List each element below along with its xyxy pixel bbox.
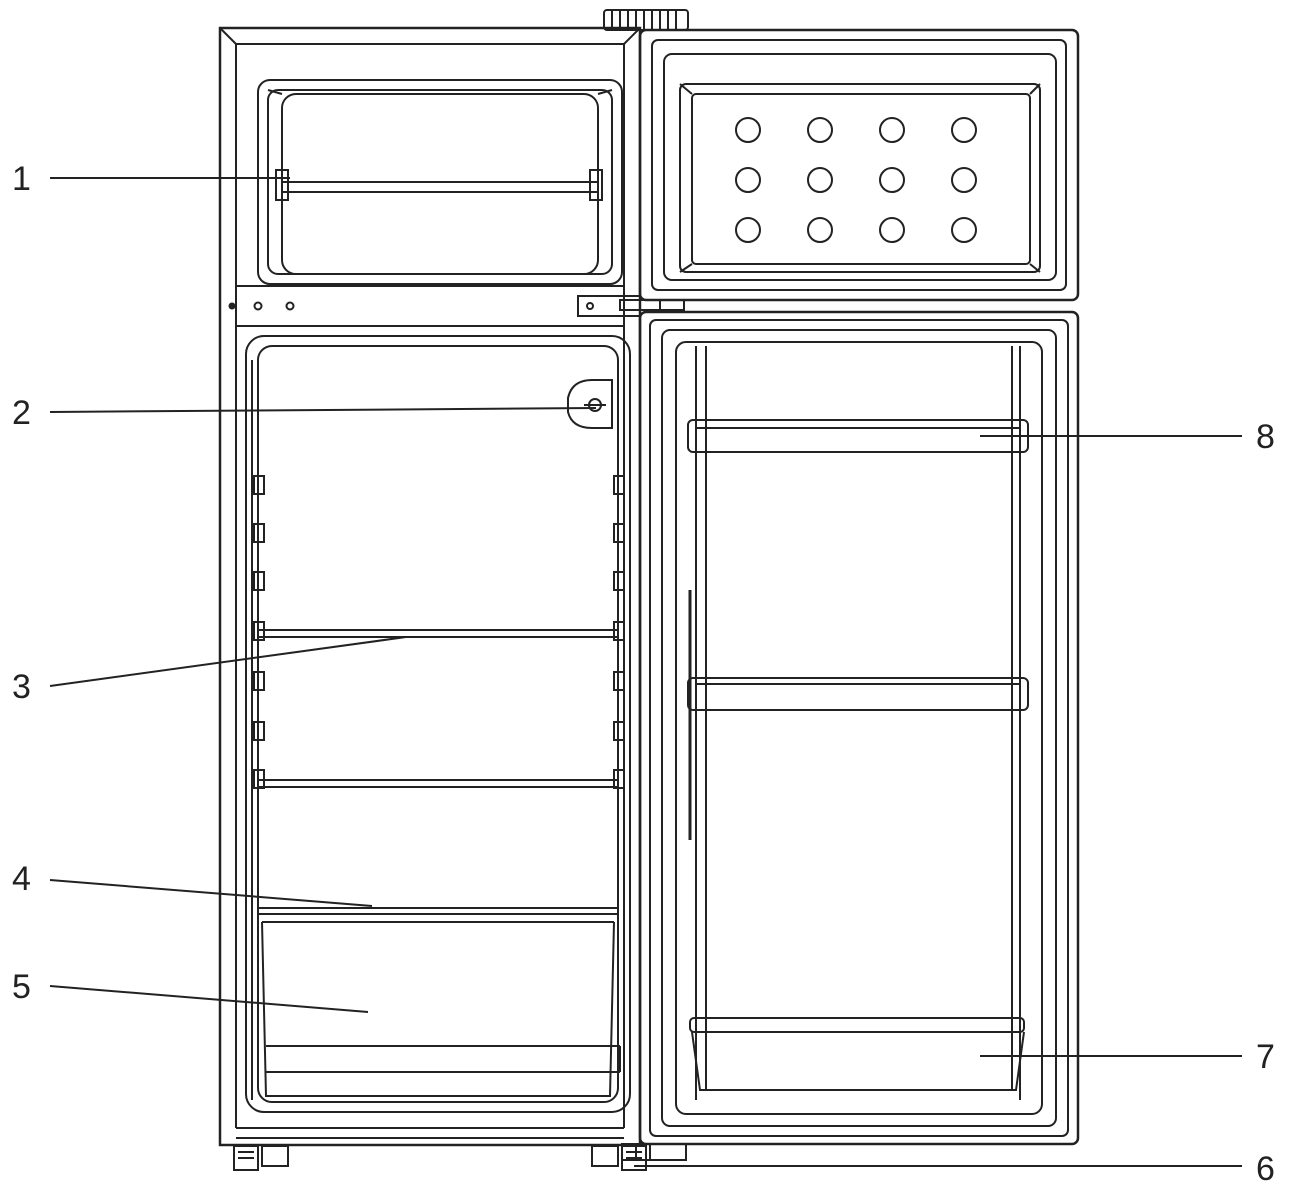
freezer-door bbox=[638, 28, 1080, 302]
fridge-compartment bbox=[245, 335, 631, 1113]
ice-cube-hole bbox=[951, 117, 977, 143]
callout-6: 6 bbox=[1256, 1150, 1275, 1187]
callout-2: 2 bbox=[12, 394, 31, 432]
ice-cube-hole bbox=[735, 217, 761, 243]
door-bin-bottom bbox=[689, 1017, 1025, 1091]
leader-2 bbox=[49, 407, 597, 413]
callout-8: 8 bbox=[1256, 418, 1275, 456]
leader-4 bbox=[49, 879, 373, 907]
divider-strip bbox=[228, 285, 624, 327]
callout-5: 5 bbox=[12, 968, 31, 1006]
ice-cube-hole bbox=[735, 117, 761, 143]
ice-cube-hole bbox=[807, 117, 833, 143]
leader-3 bbox=[49, 636, 407, 687]
thermostat-knob bbox=[603, 9, 689, 31]
crisper-cover bbox=[258, 907, 618, 923]
ice-cube-hole bbox=[879, 117, 905, 143]
callout-1: 1 bbox=[12, 160, 31, 198]
door-balcony-middle bbox=[687, 677, 1029, 711]
middle-hinge bbox=[577, 295, 685, 317]
leader-5 bbox=[49, 985, 369, 1013]
glass-shelves bbox=[258, 629, 618, 788]
ice-tray bbox=[735, 117, 977, 243]
ice-cube-hole bbox=[879, 167, 905, 193]
bottom-hinge bbox=[621, 1143, 687, 1161]
leader-lines bbox=[49, 177, 1242, 1167]
fridge-door bbox=[638, 310, 1080, 1146]
shelf-rails bbox=[253, 475, 625, 789]
ice-cube-hole bbox=[879, 217, 905, 243]
ice-cube-hole bbox=[807, 167, 833, 193]
callout-3: 3 bbox=[12, 668, 31, 706]
ice-cube-hole bbox=[951, 167, 977, 193]
freezer-compartment bbox=[257, 79, 623, 285]
crisper-drawer bbox=[261, 921, 621, 1097]
ice-cube-hole bbox=[807, 217, 833, 243]
freezer-shelf bbox=[275, 169, 603, 201]
ice-cube-hole bbox=[951, 217, 977, 243]
lamp-housing bbox=[567, 379, 613, 429]
callout-numbers: 1 2 3 4 5 6 7 8 bbox=[12, 160, 1275, 1187]
callout-7: 7 bbox=[1256, 1038, 1275, 1076]
cabinet-feet bbox=[233, 1145, 647, 1171]
callout-4: 4 bbox=[12, 860, 31, 898]
ice-cube-hole bbox=[735, 167, 761, 193]
door-balcony-upper bbox=[687, 419, 1029, 453]
